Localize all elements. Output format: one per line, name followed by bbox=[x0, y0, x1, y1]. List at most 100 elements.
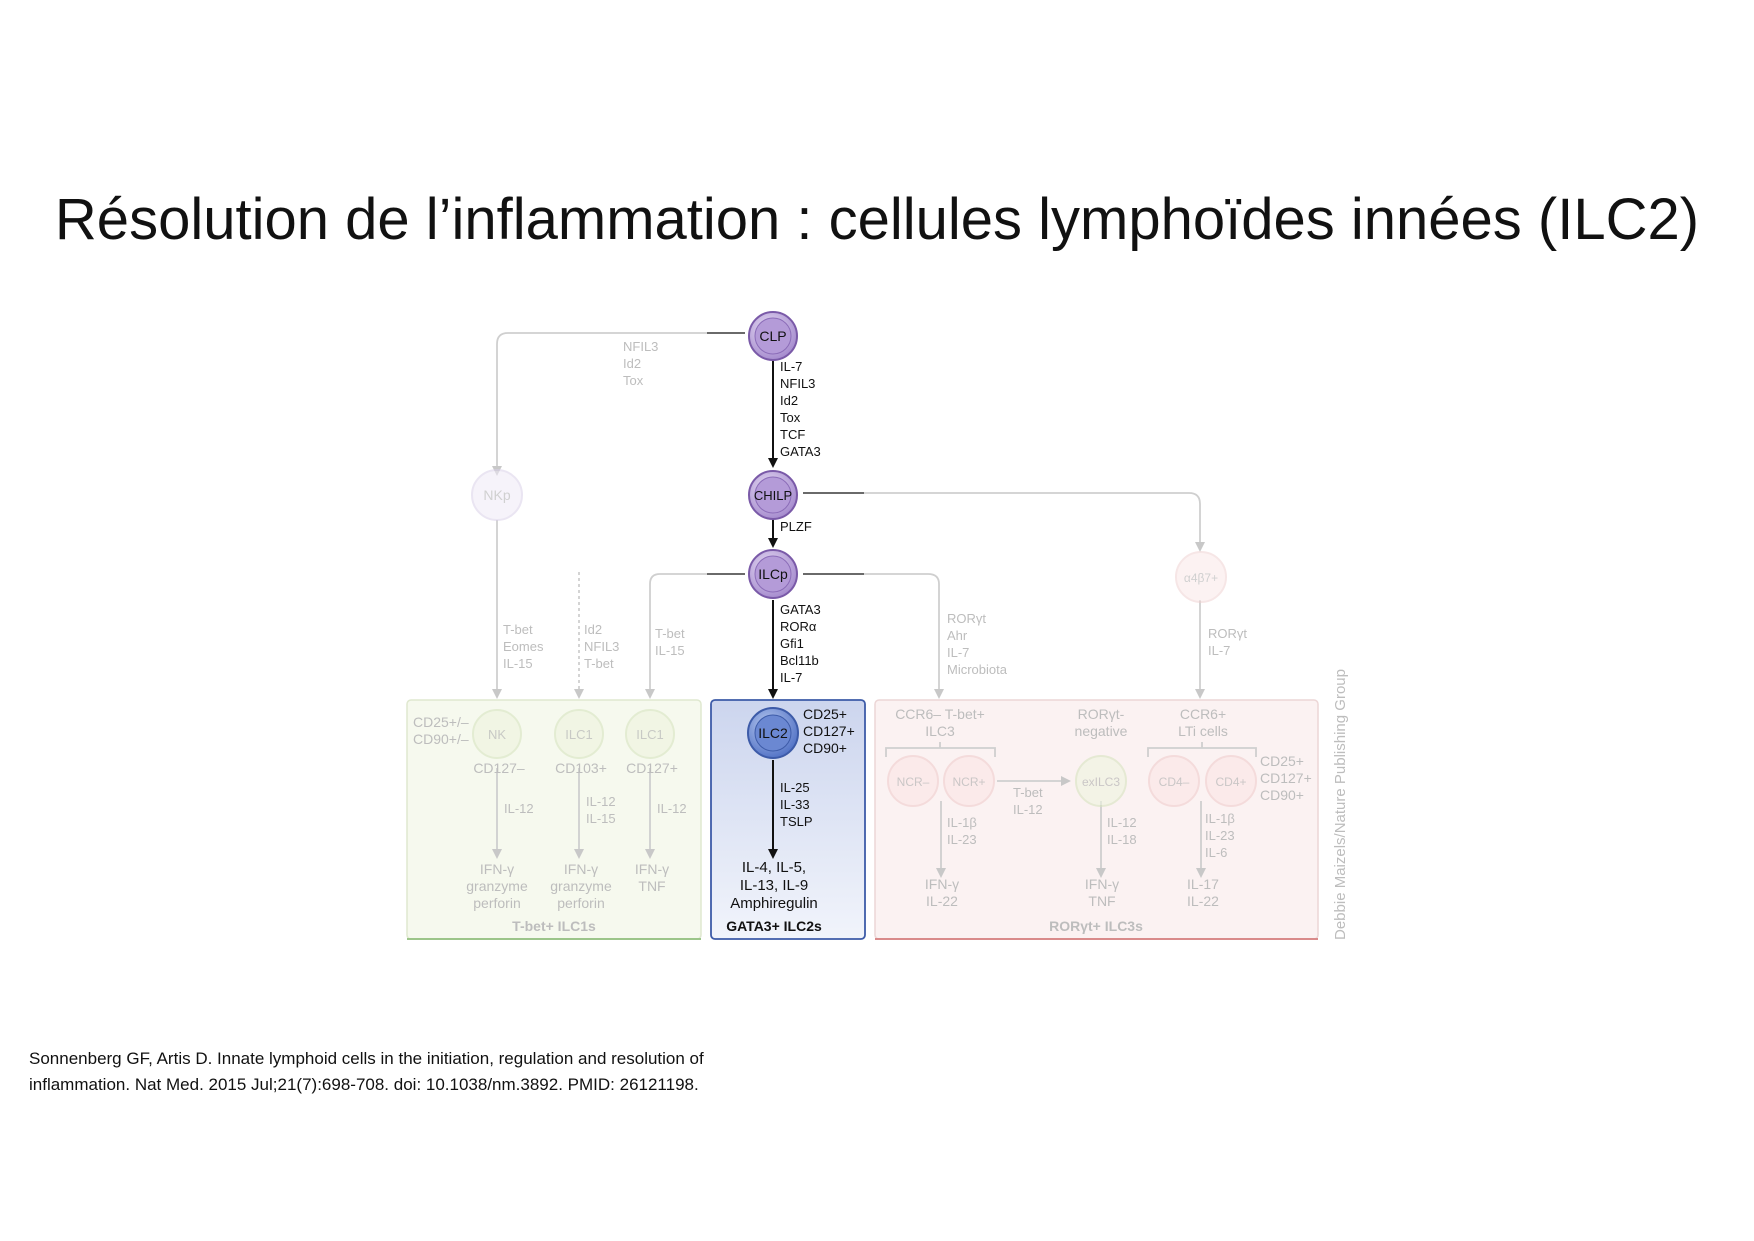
lti-stimuli-line: IL-6 bbox=[1205, 845, 1227, 860]
ncr-minus-cell: NCR– bbox=[887, 755, 939, 807]
branch-ilcp-ilc1b bbox=[645, 573, 707, 699]
exilc3-outputs-line: IFN-γ bbox=[1085, 876, 1119, 892]
lti-right-markers: CD25+CD127+CD90+ bbox=[1260, 753, 1312, 803]
lti-head: CCR6+LTi cells bbox=[1178, 706, 1228, 739]
ilc1a-outputs-line: perforin bbox=[557, 895, 604, 911]
ilc1a-stimuli-line: IL-15 bbox=[586, 811, 616, 826]
factors-ilcp-ilc2-line: Gfi1 bbox=[780, 636, 804, 651]
chilp-label: CHILP bbox=[754, 488, 792, 503]
lti-stimuli-line: IL-23 bbox=[1205, 828, 1235, 843]
ilc2-cell: ILC2 bbox=[747, 707, 799, 759]
factors-ilcp-ilc3-line: Ahr bbox=[947, 628, 968, 643]
nk-label: NK bbox=[488, 727, 506, 742]
factors-clp-chilp-line: IL-7 bbox=[780, 359, 802, 374]
ilc3-stimuli-line: IL-1β bbox=[947, 815, 977, 830]
factors-nkp-nk-line: Eomes bbox=[503, 639, 544, 654]
cd4-minus-cell: CD4– bbox=[1148, 755, 1200, 807]
nk-marker-line: CD127– bbox=[473, 760, 525, 776]
ilcp-label: ILCp bbox=[758, 566, 788, 582]
factors-ilc3-exilc3-line: IL-12 bbox=[1013, 802, 1043, 817]
factors-clp-chilp-line: TCF bbox=[780, 427, 805, 442]
bracket-ilc3 bbox=[885, 742, 996, 757]
nk-stimuli: IL-12 bbox=[504, 801, 534, 816]
ilc1b-outputs-line: TNF bbox=[638, 878, 665, 894]
ilc3-stimuli-line: IL-23 bbox=[947, 832, 977, 847]
factors-ilcp-ilc1b-line: IL-15 bbox=[655, 643, 685, 658]
ilc1b-cell: ILC1 bbox=[625, 709, 675, 759]
exilc3-outputs-line: TNF bbox=[1088, 893, 1115, 909]
ilc1a-stimuli-line: IL-12 bbox=[586, 794, 616, 809]
factors-ilcp-ilc1b-line: T-bet bbox=[655, 626, 685, 641]
ilc1a-marker-line: CD103+ bbox=[555, 760, 607, 776]
branch-chilp-a4b7 bbox=[864, 492, 1205, 552]
reference-citation: Sonnenberg GF, Artis D. Innate lymphoid … bbox=[29, 1046, 929, 1098]
nk-marker: CD127– bbox=[473, 760, 525, 776]
ilc3-head: CCR6– T-bet+ILC3 bbox=[895, 706, 985, 739]
ilc2-panel bbox=[710, 699, 866, 940]
ilc1b-stimuli-line: IL-12 bbox=[657, 801, 687, 816]
lti-outputs-line: IL-17 bbox=[1187, 876, 1219, 892]
rorgt-negative-head: RORγt-negative bbox=[1075, 706, 1128, 739]
lti-right-markers-line: CD25+ bbox=[1260, 753, 1304, 769]
lti-head-line: CCR6+ bbox=[1180, 706, 1226, 722]
exilc3-stimuli-line: IL-18 bbox=[1107, 832, 1137, 847]
slide-title: Résolution de l’inflammation : cellules … bbox=[54, 187, 1700, 252]
a4b7-cell: α4β7+ bbox=[1175, 551, 1227, 603]
factors-a4b7-lti-line: RORγt bbox=[1208, 626, 1247, 641]
branch-ilcp-ilc3 bbox=[864, 573, 944, 699]
factors-to-ilc1a-line: Id2 bbox=[584, 622, 602, 637]
factors-clp-chilp-line: NFIL3 bbox=[780, 376, 815, 391]
ilc1a-label: ILC1 bbox=[565, 727, 592, 742]
ilc2-markers-line: CD127+ bbox=[803, 723, 855, 739]
a4b7-label: α4β7+ bbox=[1184, 571, 1218, 585]
ilc1b-label: ILC1 bbox=[636, 727, 663, 742]
factors-nkp-nk-line: T-bet bbox=[503, 622, 533, 637]
factors-ilc3-exilc3-line: T-bet bbox=[1013, 785, 1043, 800]
cd4-plus-label: CD4+ bbox=[1215, 775, 1246, 789]
ilc1-panel-label: T-bet+ ILC1s bbox=[512, 918, 596, 934]
branch-clp-nkp bbox=[492, 332, 707, 476]
nkp-cell: NKp bbox=[471, 469, 523, 521]
factors-clp-nkp-line: NFIL3 bbox=[623, 339, 658, 354]
factors-a4b7-lti-line: IL-7 bbox=[1208, 643, 1230, 658]
factors-ilcp-ilc3-line: Microbiota bbox=[947, 662, 1008, 677]
exilc3-label: exILC3 bbox=[1082, 775, 1120, 789]
lti-stimuli-line: IL-1β bbox=[1205, 811, 1235, 826]
factors-nkp-nk-line: IL-15 bbox=[503, 656, 533, 671]
ilc2-markers-line: CD25+ bbox=[803, 706, 847, 722]
ilc1-left-markers-line: CD90+/– bbox=[413, 731, 469, 747]
ilc1a-outputs-line: IFN-γ bbox=[564, 861, 598, 877]
cd4-plus-cell: CD4+ bbox=[1205, 755, 1257, 807]
ilc1b-marker: CD127+ bbox=[626, 760, 678, 776]
factors-ilcp-ilc2-line: RORα bbox=[780, 619, 817, 634]
ilc3-panel-label-line: RORγt+ ILC3s bbox=[1049, 918, 1143, 934]
nk-outputs-line: IFN-γ bbox=[480, 861, 514, 877]
ilc2-stimuli-line: IL-25 bbox=[780, 780, 810, 795]
ilc1b-outputs-line: IFN-γ bbox=[635, 861, 669, 877]
ilc2-panel-label: GATA3+ ILC2s bbox=[726, 918, 822, 934]
ilc3-outputs-line: IL-22 bbox=[926, 893, 958, 909]
clp-label: CLP bbox=[759, 328, 786, 344]
ilc3-panel-label: RORγt+ ILC3s bbox=[1049, 918, 1143, 934]
factors-clp-nkp-line: Id2 bbox=[623, 356, 641, 371]
factors-ilcp-ilc2-line: IL-7 bbox=[780, 670, 802, 685]
lti-head-line: LTi cells bbox=[1178, 723, 1228, 739]
factors-clp-nkp-line: Tox bbox=[623, 373, 644, 388]
bracket-lti bbox=[1147, 742, 1257, 757]
factors-ilcp-ilc2-line: GATA3 bbox=[780, 602, 821, 617]
rorgt-negative-head-line: negative bbox=[1075, 723, 1128, 739]
ncr-plus-label: NCR+ bbox=[952, 775, 985, 789]
